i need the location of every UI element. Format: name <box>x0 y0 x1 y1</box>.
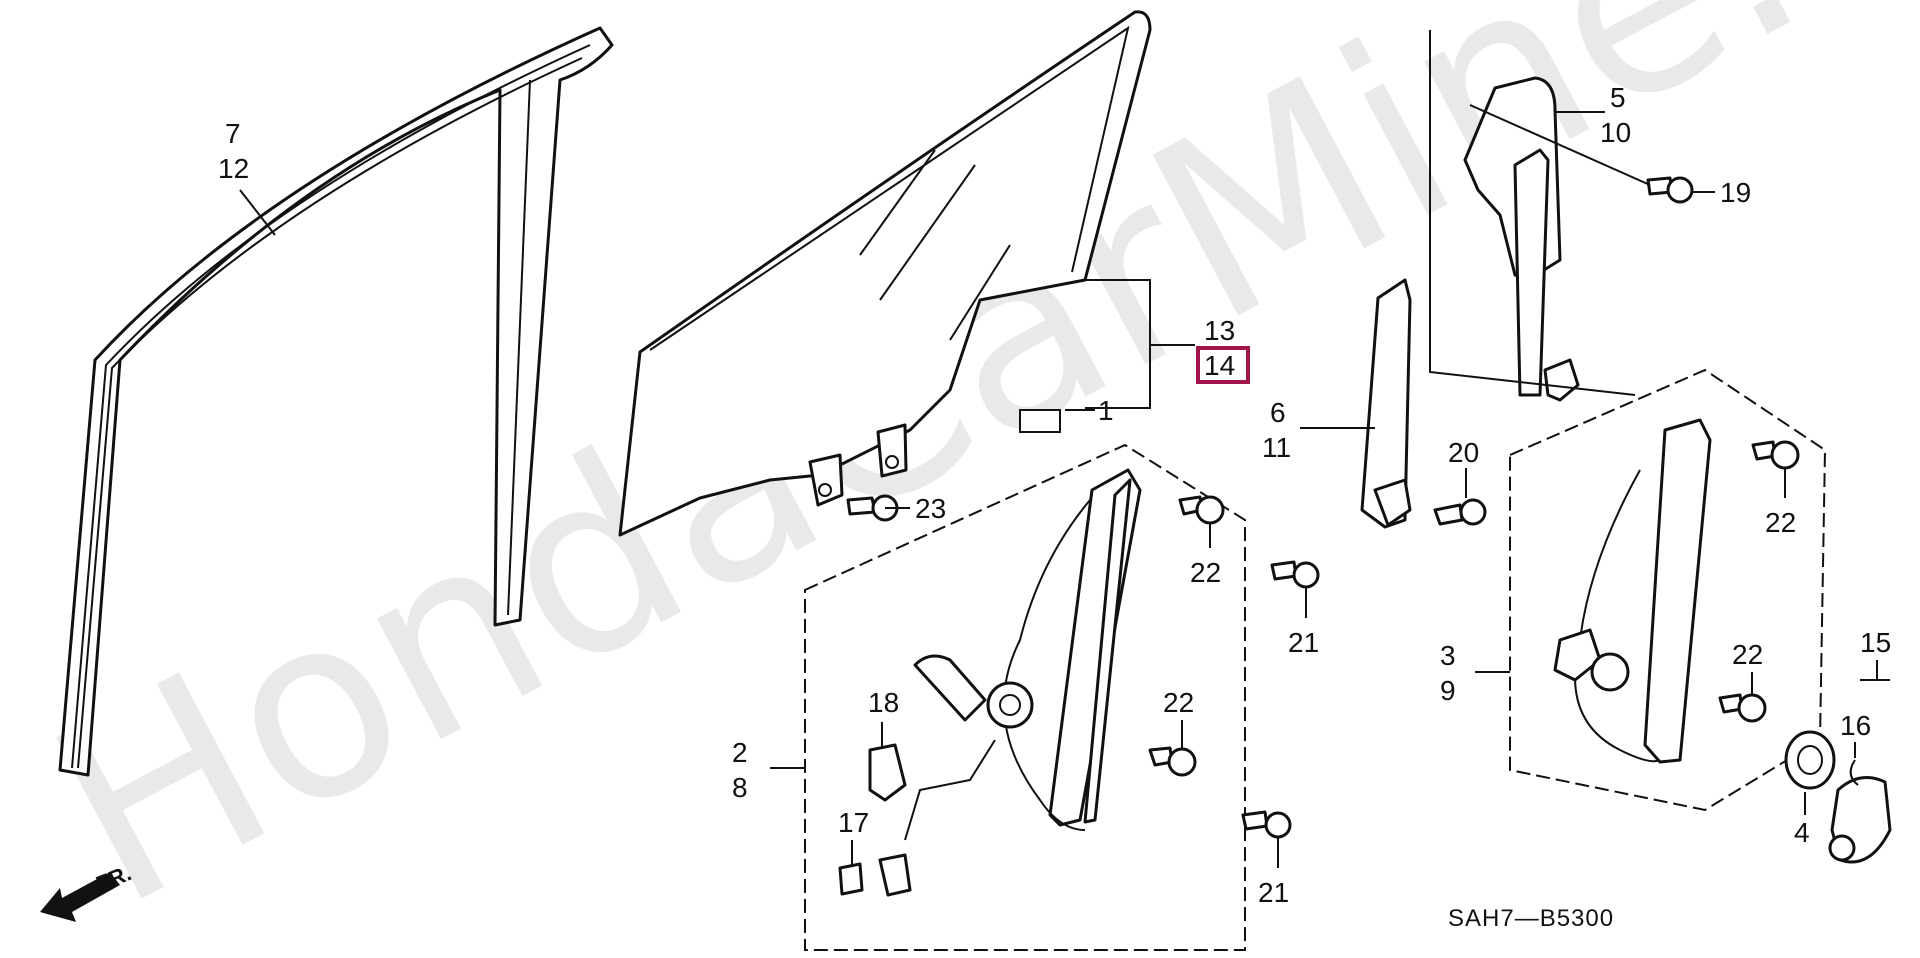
label-19[interactable]: 19 <box>1720 177 1751 208</box>
harness-clip-18[interactable] <box>868 743 907 802</box>
label-21-top[interactable]: 21 <box>1288 627 1319 658</box>
bolt-22c[interactable] <box>1751 440 1800 470</box>
label-7[interactable]: 7 <box>225 118 241 149</box>
frame-5 <box>1429 30 1636 396</box>
front-sash-channel-part[interactable] <box>1360 278 1412 529</box>
window-handle-part[interactable] <box>1828 776 1892 864</box>
label-10[interactable]: 10 <box>1600 117 1631 148</box>
power-regulator-front[interactable] <box>878 468 1142 897</box>
glass-bracket-part[interactable] <box>808 423 908 507</box>
bolt-21a[interactable] <box>1270 560 1320 589</box>
sash-cover-part[interactable] <box>1463 76 1580 402</box>
label-9[interactable]: 9 <box>1440 675 1456 706</box>
run-channel-part[interactable] <box>58 26 614 777</box>
bolt-22d[interactable] <box>1718 693 1767 723</box>
label-13[interactable]: 13 <box>1204 315 1235 346</box>
label-5[interactable]: 5 <box>1610 82 1626 113</box>
leader-lines <box>239 104 1890 868</box>
bolt-20[interactable] <box>1433 498 1487 526</box>
label-14[interactable]: 14 <box>1204 350 1235 381</box>
label-3[interactable]: 3 <box>1440 640 1456 671</box>
regulator-rear[interactable] <box>1553 418 1712 764</box>
diagram-code: SAH7—B5300 <box>1448 905 1614 932</box>
handle-escutcheon-4[interactable] <box>1784 730 1836 790</box>
label-16[interactable]: 16 <box>1840 710 1871 741</box>
door-glass-part[interactable] <box>618 10 1152 537</box>
regulator-frame-front <box>804 443 1246 951</box>
label-20[interactable]: 20 <box>1448 437 1479 468</box>
label-2[interactable]: 2 <box>732 737 748 768</box>
label-6[interactable]: 6 <box>1270 397 1286 428</box>
callout-labels: 7 12 13 14 1 23 5 10 19 6 11 20 22 22 22… <box>218 82 1891 908</box>
label-18[interactable]: 18 <box>868 687 899 718</box>
bolt-22a[interactable] <box>1178 495 1225 525</box>
label-4[interactable]: 4 <box>1794 817 1810 848</box>
label-17[interactable]: 17 <box>838 807 869 838</box>
handle-clip-16[interactable] <box>1849 759 1859 786</box>
label-22-upper-right[interactable]: 22 <box>1765 507 1796 538</box>
label-21-bottom[interactable]: 21 <box>1258 877 1289 908</box>
label-12[interactable]: 12 <box>218 153 249 184</box>
label-11[interactable]: 11 <box>1262 432 1291 463</box>
glass-label-sticker[interactable] <box>1019 409 1061 433</box>
bolt-21b[interactable] <box>1241 810 1292 839</box>
label-22-top[interactable]: 22 <box>1190 557 1221 588</box>
label-8[interactable]: 8 <box>732 772 748 803</box>
highlight-box <box>1196 346 1250 384</box>
bolt-19[interactable] <box>1646 176 1694 204</box>
label-22-lower-right[interactable]: 22 <box>1732 639 1763 670</box>
label-22-lower-left[interactable]: 22 <box>1163 687 1194 718</box>
harness-clip-17[interactable] <box>838 862 864 896</box>
label-15[interactable]: 15 <box>1860 627 1891 658</box>
label-1[interactable]: 1 <box>1098 395 1114 426</box>
bolt-22b[interactable] <box>1148 746 1197 777</box>
label-23[interactable]: 23 <box>915 493 946 524</box>
